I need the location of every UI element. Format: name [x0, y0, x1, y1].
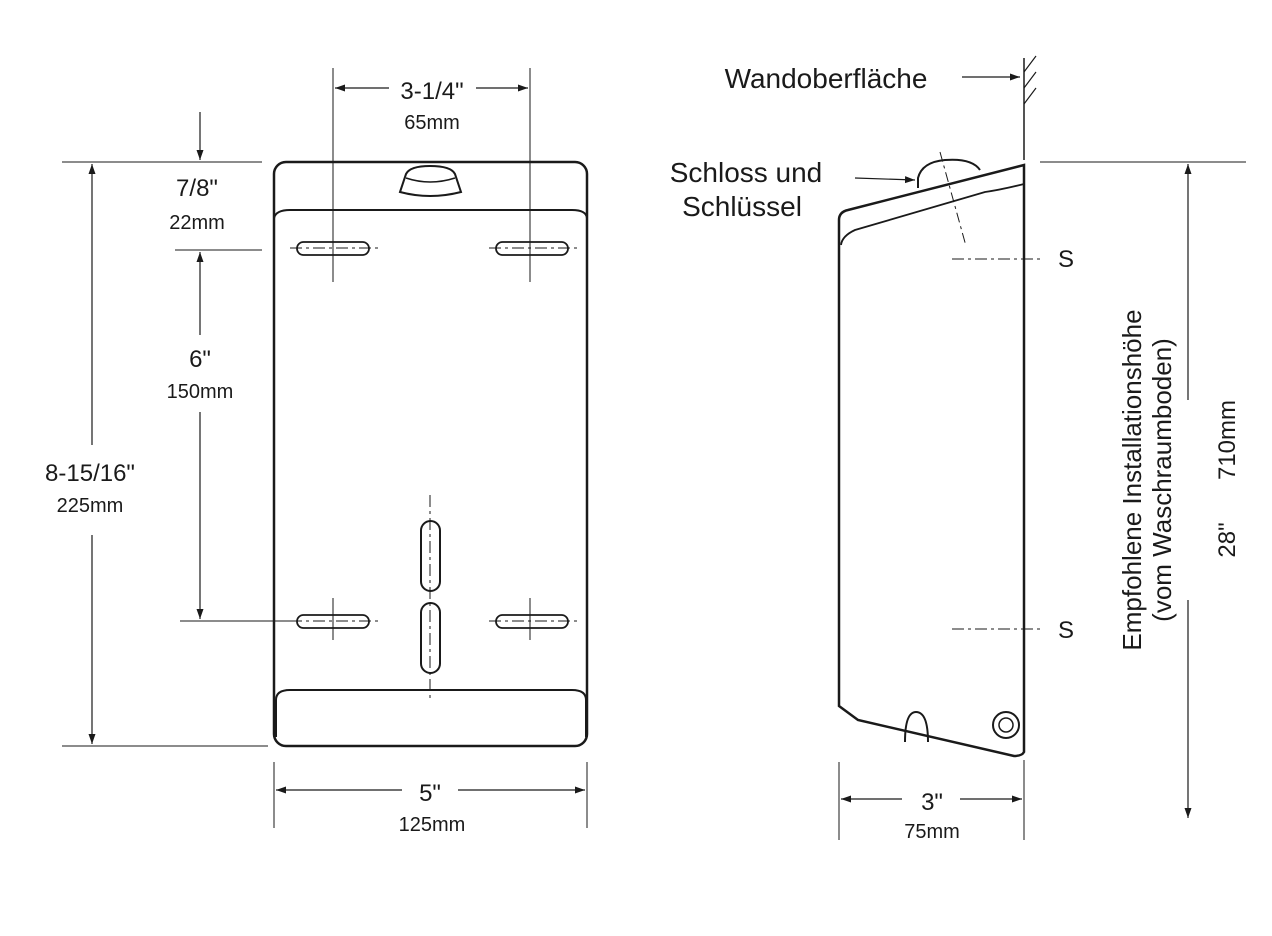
width-inch: 5"	[419, 780, 441, 807]
front-bottom-band	[275, 689, 587, 737]
front-top-band	[273, 209, 588, 219]
depth-mm: 75mm	[904, 821, 960, 843]
top-offset-mm: 22mm	[169, 212, 225, 234]
lock-key-label-line2: Schlüssel	[682, 191, 802, 222]
slot-spacing-mm: 65mm	[404, 112, 460, 134]
install-height-label-line2: (vom Waschraumboden)	[1147, 338, 1177, 622]
top-offset-inch: 7/8"	[176, 175, 218, 202]
vertical-spacing-inch: 6"	[189, 346, 211, 373]
width-mm: 125mm	[399, 814, 466, 836]
vertical-spacing-mm: 150mm	[167, 381, 234, 403]
wall-surface-label: Wandoberfläche	[725, 63, 928, 94]
lock-icon	[398, 164, 463, 197]
front-housing	[272, 160, 589, 748]
wall-hatch	[1023, 55, 1037, 105]
depth-inch: 3"	[921, 789, 943, 816]
side-housing	[837, 163, 1026, 758]
install-height-mm: 710mm	[1214, 400, 1241, 480]
dispense-opening	[904, 710, 929, 743]
total-height-mm: 225mm	[57, 495, 124, 517]
front-view	[62, 68, 589, 828]
screw-marker-top: S	[1058, 246, 1074, 273]
slot-spacing-inch: 3-1/4"	[400, 78, 463, 105]
side-screw-icon	[992, 711, 1020, 739]
lock-key-label-line1: Schloss und	[670, 157, 823, 188]
install-height-inch: 28"	[1214, 522, 1241, 557]
total-height-inch: 8-15/16"	[45, 460, 135, 487]
install-height-label-line1: Empfohlene Installationshöhe	[1117, 309, 1147, 650]
side-lock-icon	[917, 158, 981, 188]
screw-marker-bottom: S	[1058, 617, 1074, 644]
side-view	[837, 55, 1246, 840]
